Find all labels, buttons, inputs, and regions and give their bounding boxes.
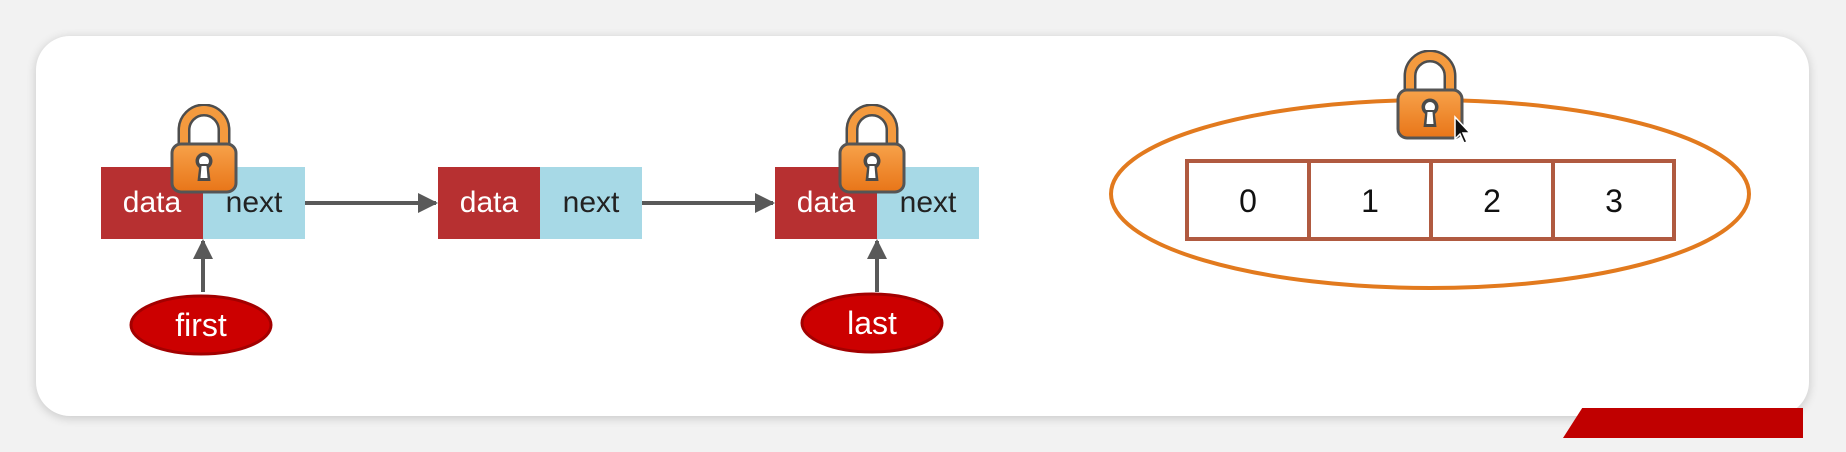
first-label: first <box>175 307 227 343</box>
first-pointer: first <box>129 294 273 356</box>
node-next-label: next <box>900 186 957 219</box>
array-cell: 0 <box>1239 183 1257 219</box>
lock-icon <box>1398 56 1462 138</box>
node-data-label: data <box>460 186 519 219</box>
array-cell: 1 <box>1361 183 1379 219</box>
last-pointer: last <box>800 292 944 354</box>
node-data-cell <box>438 167 540 239</box>
lock-icon <box>172 110 236 192</box>
corner-ribbon <box>1563 408 1803 438</box>
array-cell: 2 <box>1483 183 1501 219</box>
list-node: data next <box>438 167 642 239</box>
node-next-cell <box>540 167 642 239</box>
last-ellipse <box>800 292 944 354</box>
node-next-label: next <box>563 186 620 219</box>
array-cell: 3 <box>1605 183 1623 219</box>
last-label: last <box>847 305 897 341</box>
list-node: data next <box>101 167 305 239</box>
mouse-cursor-icon <box>1454 115 1472 144</box>
lock-icon <box>840 110 904 192</box>
node-data-label: data <box>123 186 182 219</box>
node-next-label: next <box>226 186 283 219</box>
first-ellipse <box>129 294 273 356</box>
